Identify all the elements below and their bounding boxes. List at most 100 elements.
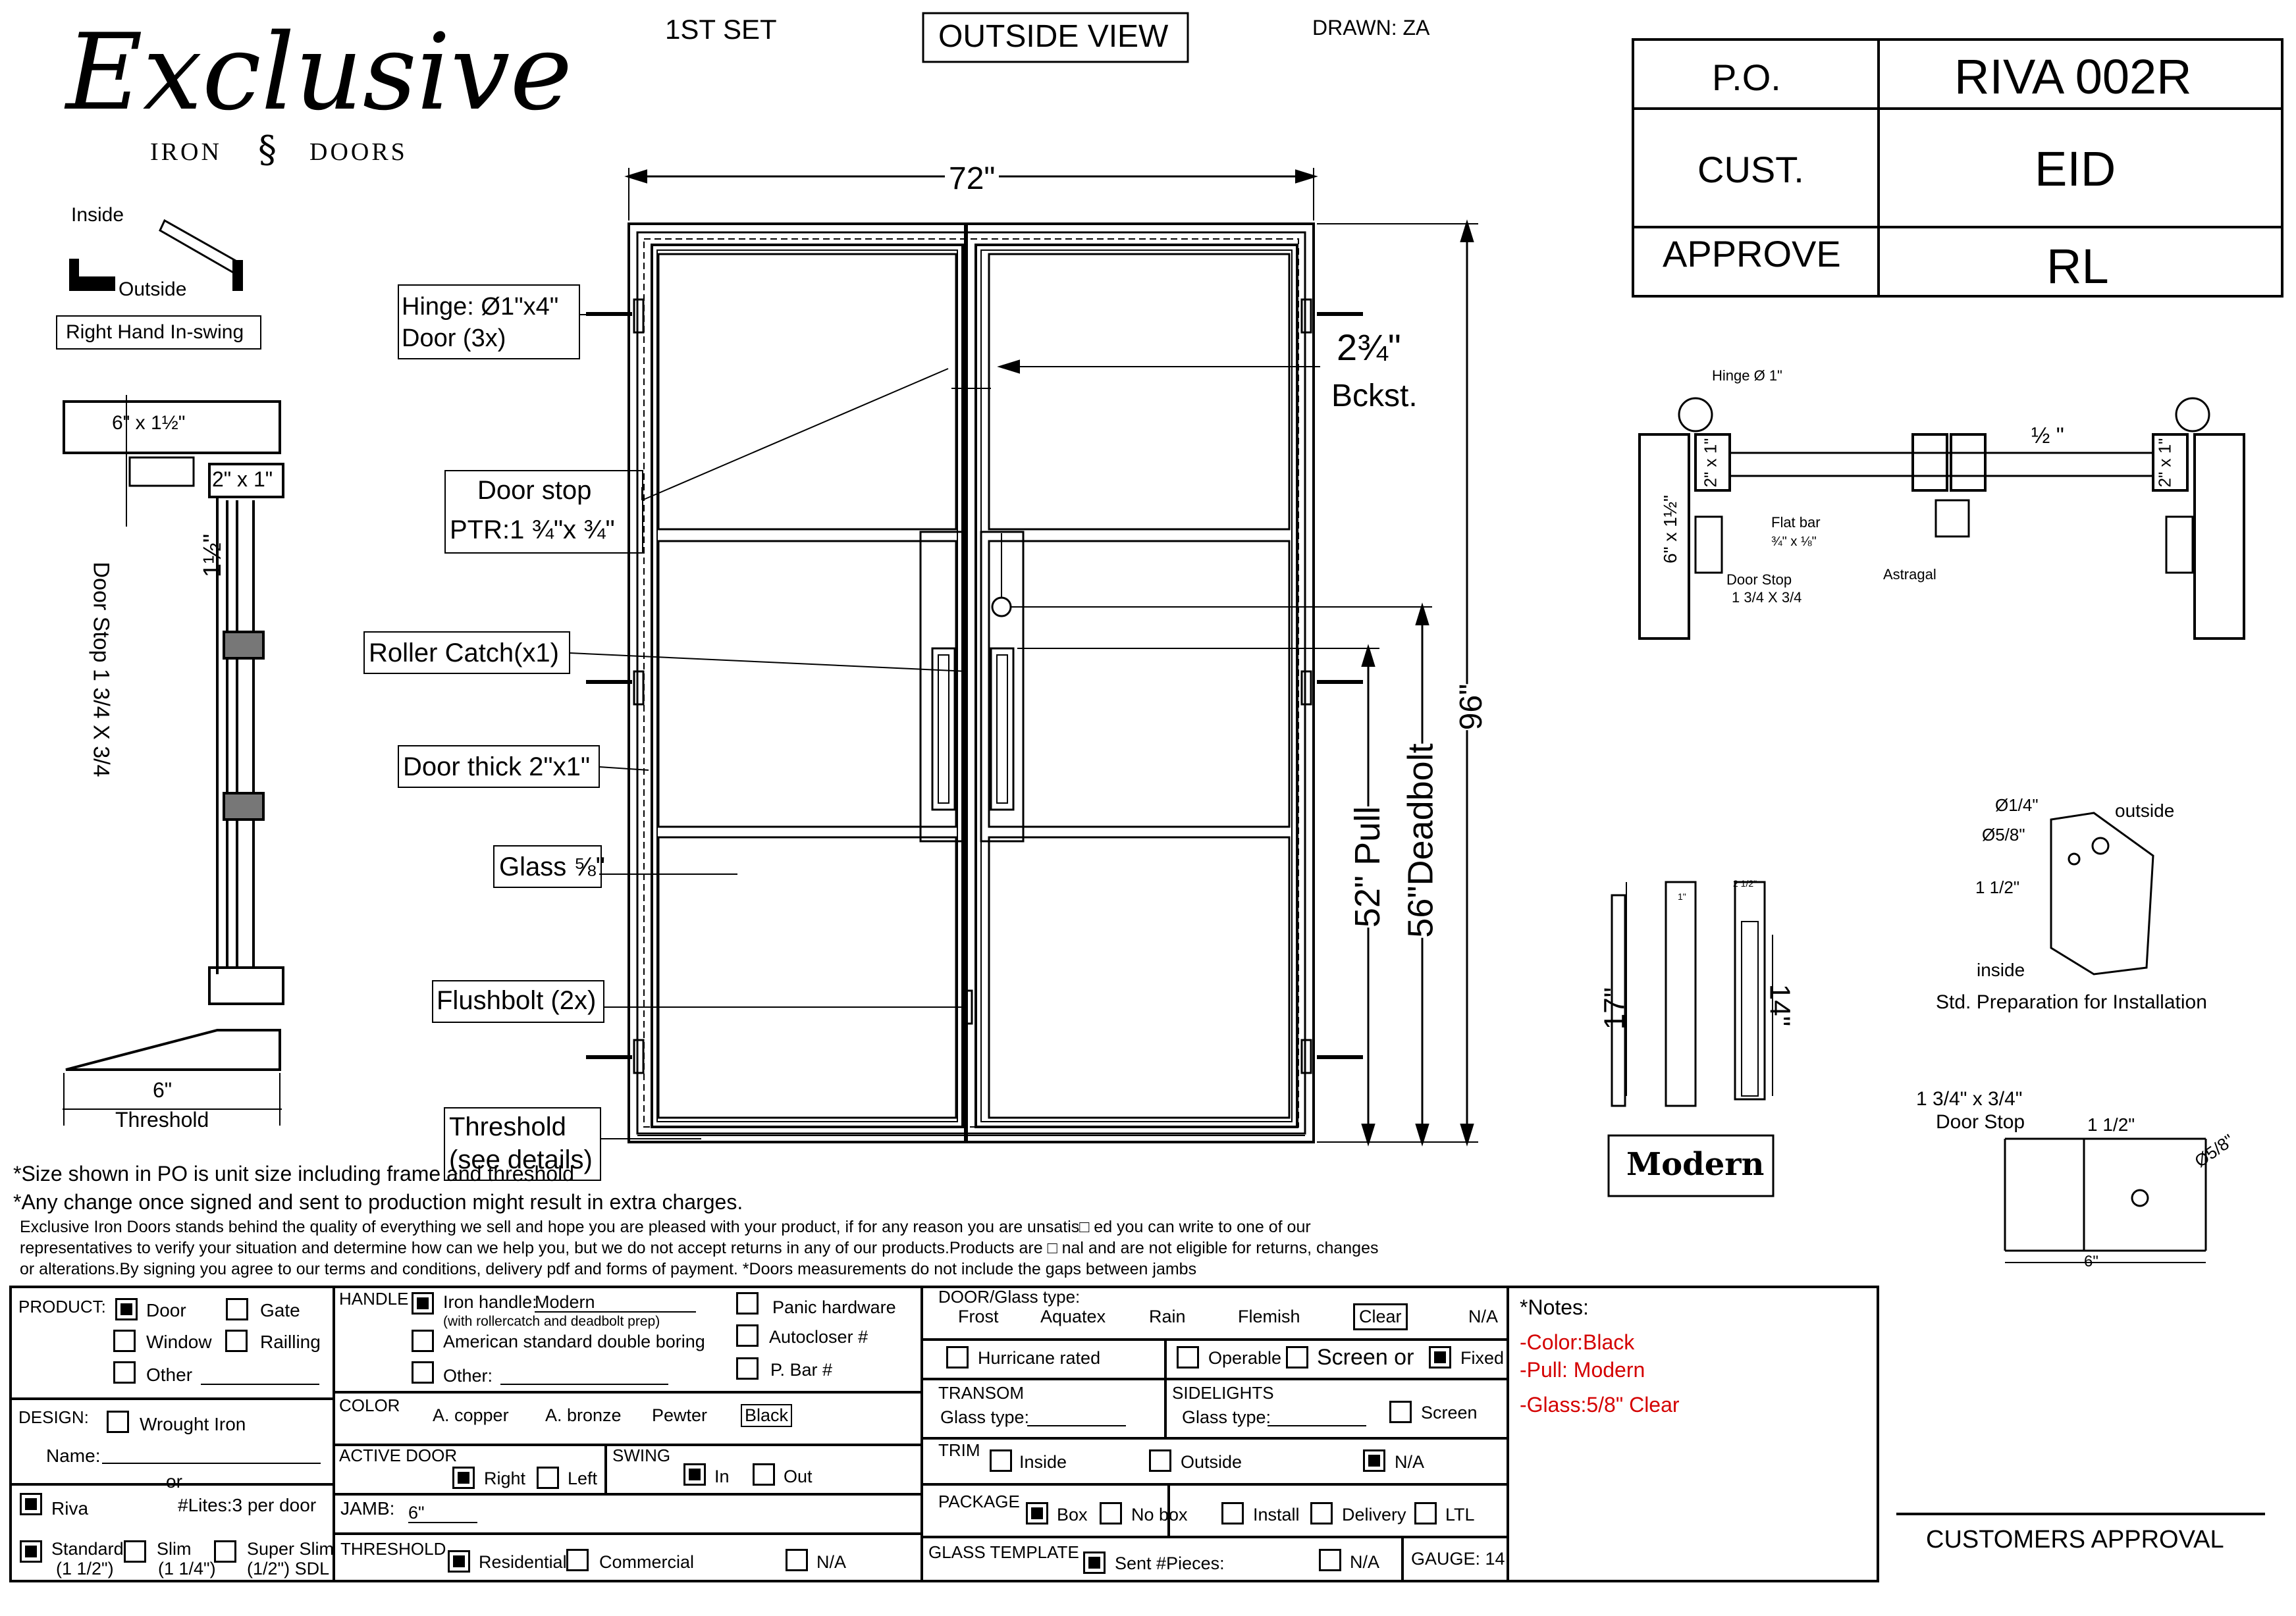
- active-door-label: ACTIVE DOOR: [339, 1446, 458, 1465]
- prep-d3: 1 1/2": [1975, 877, 2020, 897]
- standard-checkbox[interactable]: [20, 1540, 42, 1563]
- plan-half: ½ ": [2031, 423, 2064, 448]
- color-copper: A. copper: [433, 1405, 509, 1425]
- fixed-option: Fixed: [1460, 1348, 1505, 1368]
- door-checkbox[interactable]: [115, 1298, 138, 1320]
- left-checkbox[interactable]: [537, 1467, 559, 1489]
- gauge-label: GAUGE: 14: [1411, 1549, 1505, 1569]
- handle-length-14: 14": [1763, 983, 1796, 1027]
- glass-template-label: GLASS TEMPLATE: [928, 1542, 1079, 1562]
- standard-option: Standard: [51, 1539, 124, 1559]
- template-na-option: N/A: [1350, 1552, 1380, 1572]
- threshold-na-checkbox[interactable]: [786, 1549, 808, 1571]
- nobox-checkbox[interactable]: [1100, 1502, 1122, 1525]
- gate-checkbox[interactable]: [226, 1298, 248, 1320]
- glass-aquatex: Aquatex: [1040, 1307, 1106, 1326]
- delivery-option: Delivery: [1342, 1505, 1406, 1525]
- railing-checkbox[interactable]: [225, 1330, 248, 1352]
- wrought-checkbox[interactable]: [107, 1411, 129, 1433]
- other-input[interactable]: [201, 1384, 319, 1385]
- pbar-checkbox[interactable]: [736, 1357, 759, 1380]
- right-checkbox[interactable]: [452, 1467, 475, 1489]
- trim-na-checkbox[interactable]: [1363, 1449, 1385, 1472]
- color-pewter: Pewter: [652, 1405, 708, 1425]
- drawn-label: DRAWN: ZA: [1312, 16, 1430, 39]
- handle-other-checkbox[interactable]: [412, 1361, 434, 1384]
- template-na-checkbox[interactable]: [1319, 1549, 1341, 1571]
- right-option: Right: [484, 1469, 526, 1488]
- out-checkbox[interactable]: [753, 1463, 775, 1486]
- jamb-value: 6": [408, 1504, 477, 1523]
- window-checkbox[interactable]: [113, 1330, 136, 1352]
- right-leaf: [974, 244, 1298, 1128]
- ltl-checkbox[interactable]: [1414, 1502, 1437, 1525]
- approve-value: RL: [2046, 239, 2109, 294]
- threshold-callout: Threshold: [449, 1112, 566, 1141]
- threshold-callout-2: (see details): [449, 1145, 593, 1174]
- swing-type-label: Right Hand In-swing: [66, 321, 244, 343]
- hurricane-checkbox[interactable]: [946, 1346, 969, 1368]
- other-checkbox[interactable]: [113, 1361, 136, 1384]
- policy-line-3: or alterations.By signing you agree to o…: [20, 1260, 1197, 1278]
- riva-checkbox[interactable]: [20, 1493, 42, 1515]
- box-checkbox[interactable]: [1026, 1502, 1048, 1525]
- trim-na-option: N/A: [1395, 1452, 1425, 1472]
- color-black-selected[interactable]: Black: [741, 1404, 793, 1427]
- glass-callout: Glass ⅝": [499, 852, 605, 881]
- trim-outside-checkbox[interactable]: [1149, 1449, 1171, 1472]
- glass-clear-selected[interactable]: Clear: [1353, 1303, 1408, 1330]
- plan-astragal: Astragal: [1883, 566, 1936, 583]
- fixed-checkbox[interactable]: [1429, 1346, 1451, 1368]
- glass-pane: [657, 253, 957, 531]
- prep-d1: Ø1/4": [1995, 795, 2039, 815]
- sidelights-glass-input[interactable]: [1268, 1425, 1366, 1426]
- plan-frame-left: 2" x 1": [1700, 438, 1721, 488]
- handle-length-17: 17": [1598, 987, 1631, 1030]
- handle-other-input[interactable]: [500, 1384, 668, 1385]
- note-change: *Any change once signed and sent to prod…: [13, 1190, 743, 1214]
- screen-or-option: Screen or: [1317, 1345, 1414, 1370]
- handle-label: HANDLE: [339, 1289, 409, 1309]
- superslim-option: Super Slim: [247, 1539, 334, 1559]
- delivery-checkbox[interactable]: [1310, 1502, 1333, 1525]
- superslim-checkbox[interactable]: [214, 1540, 236, 1563]
- commercial-option: Commercial: [599, 1552, 695, 1572]
- american-checkbox[interactable]: [412, 1330, 434, 1352]
- ltl-option: LTL: [1445, 1505, 1475, 1525]
- out-option: Out: [784, 1467, 813, 1486]
- handle-small-dim-2: 2 1/2": [1733, 878, 1757, 889]
- install-checkbox[interactable]: [1221, 1502, 1244, 1525]
- width-dimension: 72": [945, 163, 1000, 195]
- screen-checkbox[interactable]: [1389, 1401, 1412, 1423]
- screen-or-checkbox[interactable]: [1286, 1346, 1308, 1368]
- glass-rain: Rain: [1149, 1307, 1186, 1326]
- slim-checkbox[interactable]: [124, 1540, 146, 1563]
- box-option: Box: [1057, 1505, 1088, 1525]
- residential-checkbox[interactable]: [448, 1550, 470, 1573]
- door-option: Door: [146, 1300, 186, 1320]
- gate-option: Gate: [260, 1300, 300, 1320]
- section-door-stop: Door Stop 1 3/4 X 3/4: [88, 561, 114, 777]
- in-checkbox[interactable]: [683, 1463, 706, 1486]
- name-input[interactable]: [102, 1463, 321, 1464]
- transom-label: TRANSOM: [938, 1383, 1024, 1403]
- sent-checkbox[interactable]: [1083, 1551, 1106, 1574]
- handle-small-dim: 1": [1678, 891, 1686, 902]
- riva-option: Riva: [51, 1498, 89, 1519]
- plan-doorstop: Door Stop: [1726, 571, 1792, 588]
- panic-checkbox[interactable]: [736, 1292, 759, 1315]
- operable-checkbox[interactable]: [1177, 1346, 1199, 1368]
- autocloser-checkbox[interactable]: [736, 1324, 759, 1347]
- trim-inside-checkbox[interactable]: [990, 1449, 1012, 1472]
- autocloser-option: Autocloser #: [769, 1327, 868, 1347]
- jamb-label: JAMB:: [340, 1498, 395, 1519]
- lites-label: #Lites:3 per door: [178, 1495, 317, 1515]
- transom-glass-input[interactable]: [1027, 1425, 1126, 1426]
- design-label: DESIGN:: [18, 1407, 89, 1427]
- commercial-checkbox[interactable]: [566, 1549, 589, 1571]
- stop-dim-3: 6": [2084, 1253, 2098, 1270]
- iron-handle-checkbox[interactable]: [412, 1292, 434, 1315]
- transom-glass-type: Glass type:: [940, 1407, 1030, 1427]
- residential-option: Residential: [479, 1552, 567, 1572]
- slim-option: Slim: [157, 1539, 192, 1559]
